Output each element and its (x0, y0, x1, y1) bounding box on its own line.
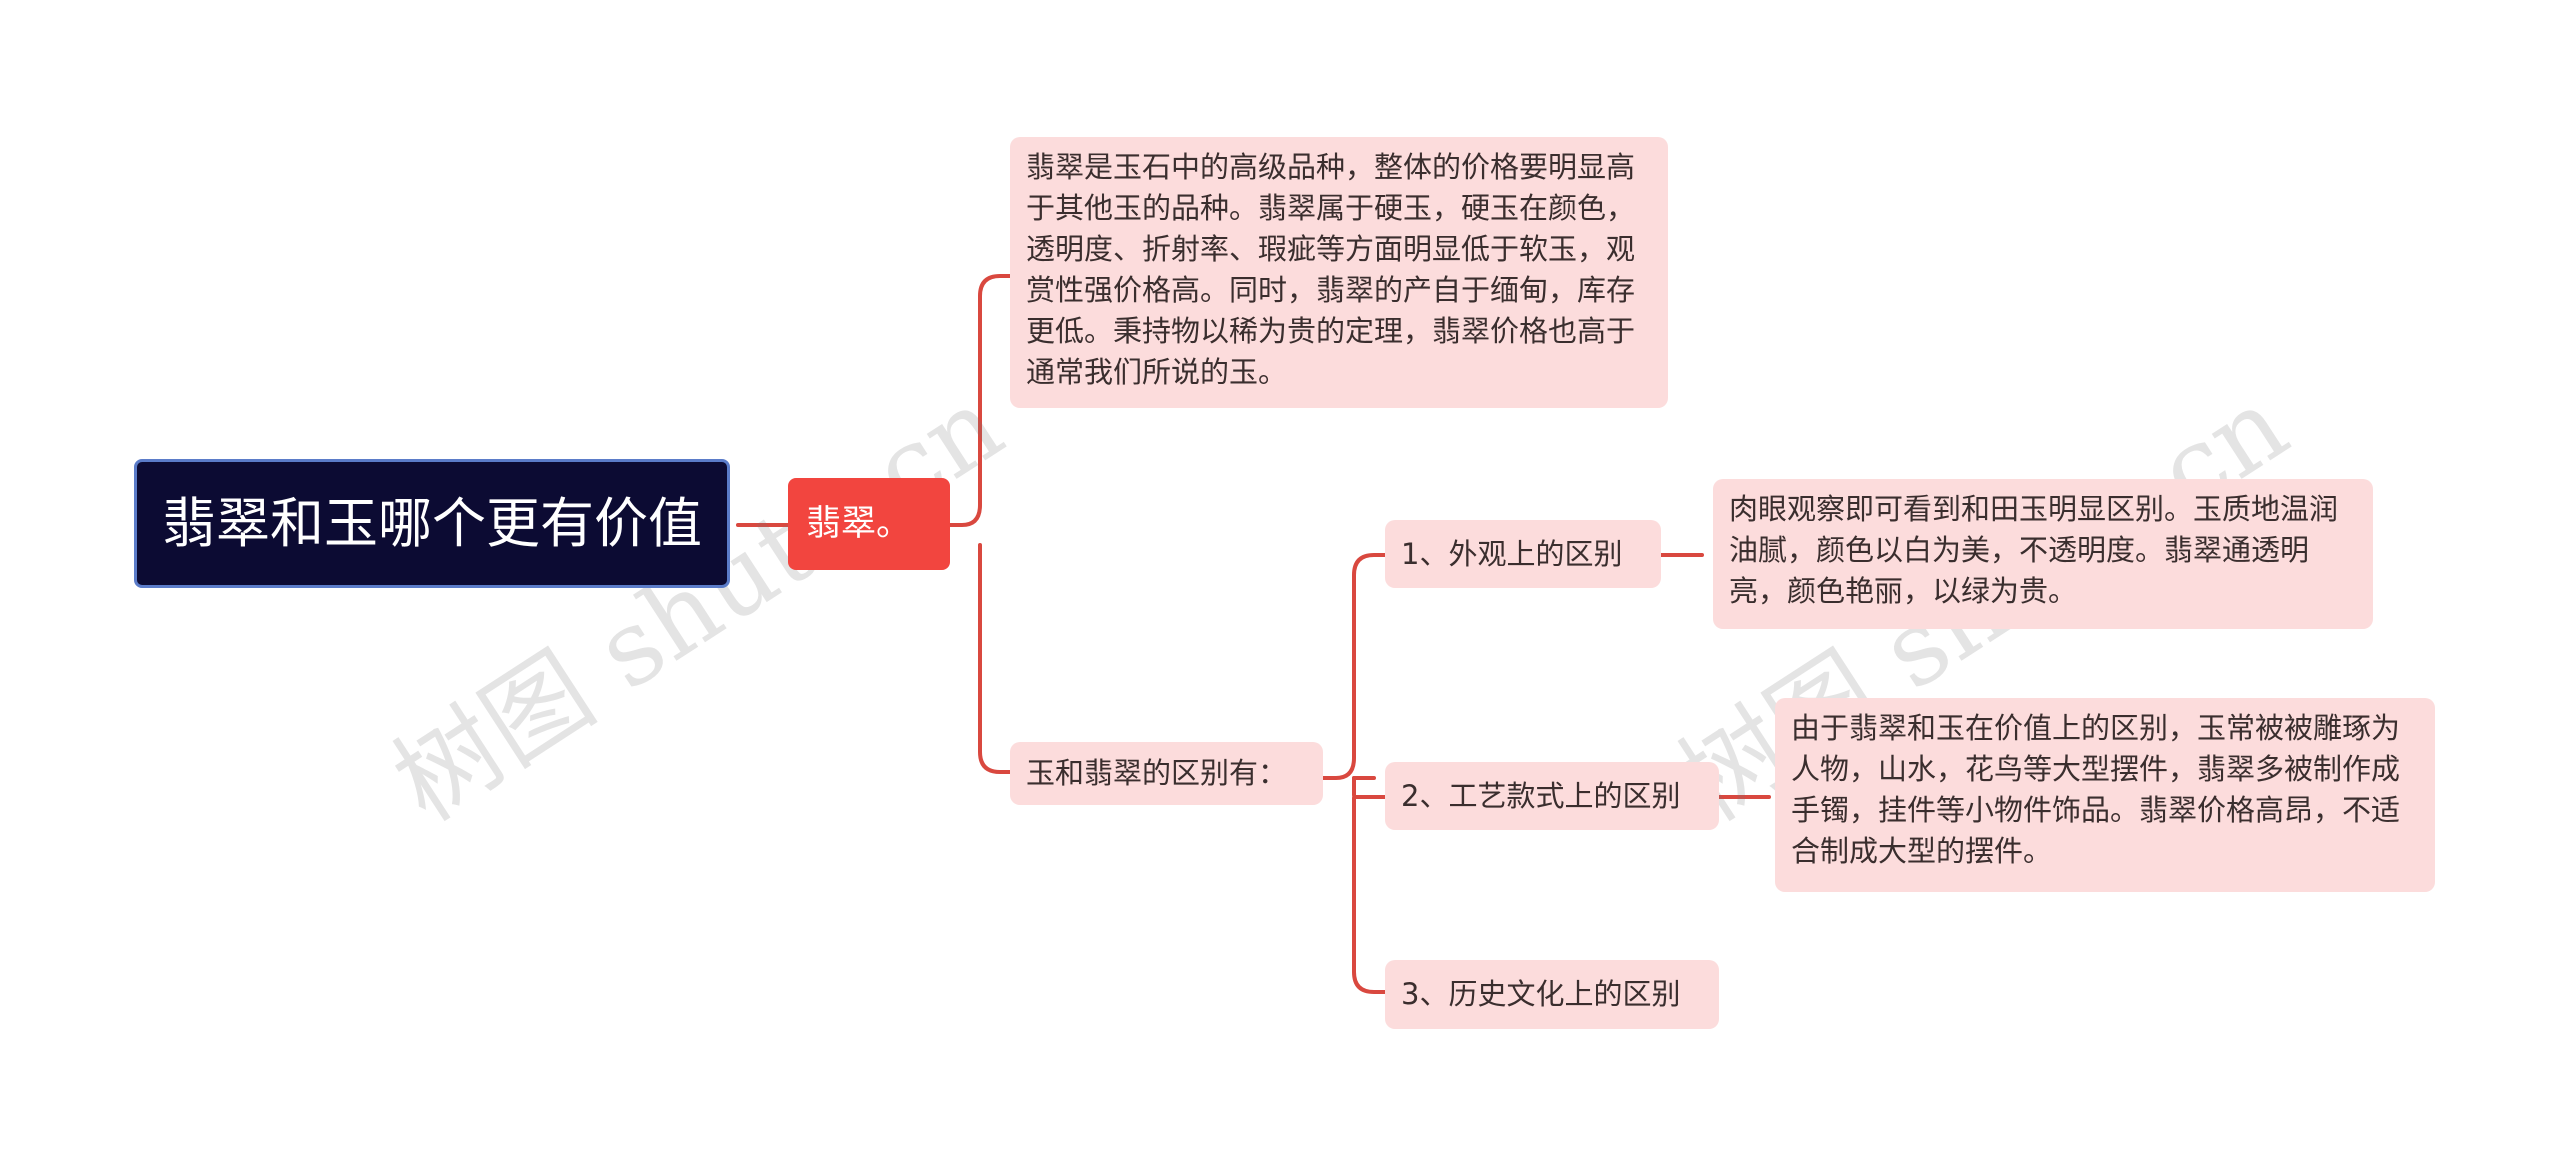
difference-item-history[interactable]: 3、历史文化上的区别 (1385, 960, 1719, 1029)
difference-item-craft[interactable]: 2、工艺款式上的区别 (1385, 762, 1719, 830)
detail-craft[interactable]: 由于翡翠和玉在价值上的区别，玉常被被雕琢为人物，山水，花鸟等大型摆件，翡翠多被制… (1775, 698, 2435, 892)
connector-differences-bracket (1321, 553, 1387, 994)
connector-main-bracket (948, 274, 1012, 774)
connector-differences-item2 (1352, 776, 1387, 799)
main-topic[interactable]: 翡翠。 (788, 478, 950, 570)
difference-item-appearance[interactable]: 1、外观上的区别 (1385, 520, 1661, 588)
description-node[interactable]: 翡翠是玉石中的高级品种，整体的价格要明显高于其他玉的品种。翡翠属于硬玉，硬玉在颜… (1010, 137, 1668, 408)
detail-appearance[interactable]: 肉眼观察即可看到和田玉明显区别。玉质地温润油腻，颜色以白为美，不透明度。翡翠通透… (1713, 479, 2373, 629)
differences-node[interactable]: 玉和翡翠的区别有： (1010, 742, 1323, 805)
root-topic[interactable]: 翡翠和玉哪个更有价值 (134, 459, 730, 588)
